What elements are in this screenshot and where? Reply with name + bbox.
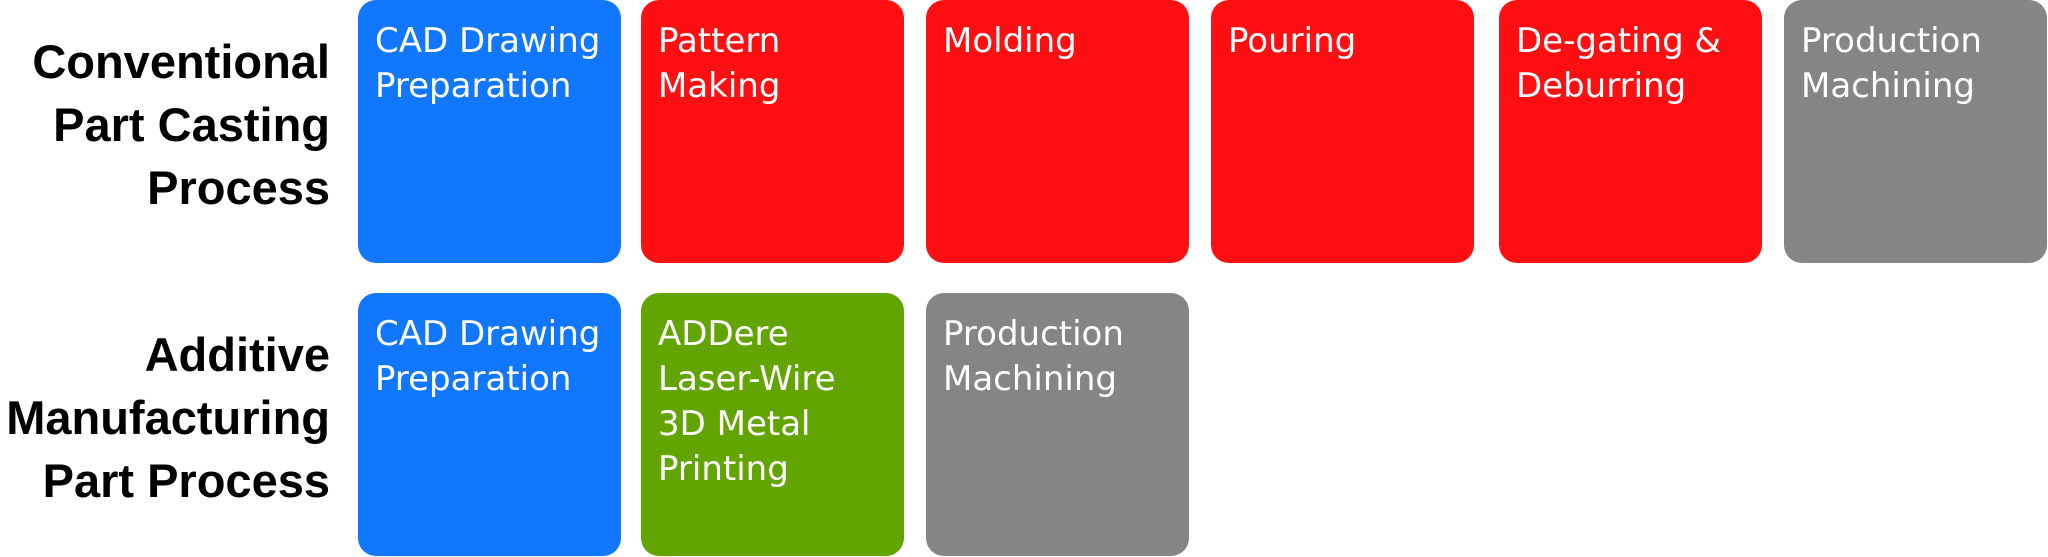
label-line: Conventional [32,35,330,88]
step-molding: Molding [926,0,1189,263]
label-line: Additive [144,328,330,381]
label-line: Process [147,161,330,214]
step-cad-drawing-preparation: CAD Drawing Preparation [358,0,621,263]
step-production-machining: Production Machining [926,293,1189,556]
step-production-machining: Production Machining [1784,0,2047,263]
step-cad-drawing-preparation: CAD Drawing Preparation [358,293,621,556]
step-degating-deburring: De-gating & Deburring [1499,0,1762,263]
step-laser-wire-3d-metal-printing: ADDere Laser-Wire 3D Metal Printing [641,293,904,556]
label-line: Part Process [42,454,330,507]
label-line: Part Casting [53,98,330,151]
step-pattern-making: Pattern Making [641,0,904,263]
step-pouring: Pouring [1211,0,1474,263]
conventional-process-label: Conventional Part Casting Process [0,30,330,219]
label-line: Manufacturing [6,391,330,444]
additive-process-label: Additive Manufacturing Part Process [0,323,330,512]
